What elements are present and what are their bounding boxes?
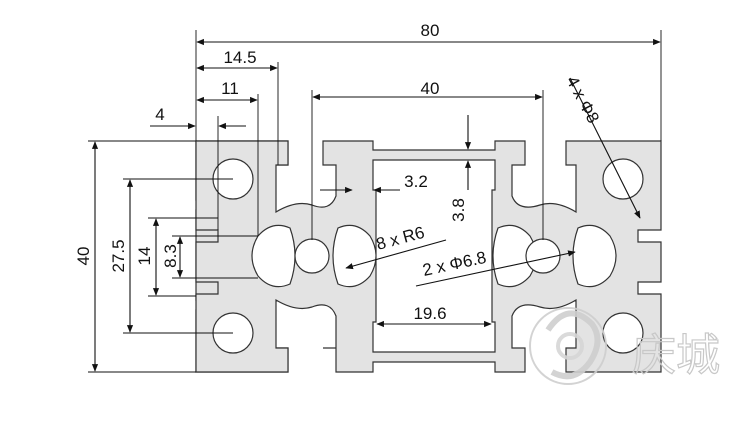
dim-slot-depth: 8.3 (161, 244, 180, 268)
leader-corner-radius (345, 239, 447, 270)
dim-slot-inner: 11 (221, 79, 239, 98)
dim-center-span: 40 (421, 79, 440, 98)
dim-slot-opening: 14 (135, 247, 154, 266)
dim-cavity-width: 19.6 (413, 304, 446, 323)
watermark-text: 庆城 (632, 330, 720, 381)
corner-hole-top-right (602, 158, 644, 200)
dim-center-holes: 2 x Φ6.8 (421, 248, 488, 280)
dim-slot-to-edge: 14.5 (223, 48, 256, 67)
dim-corner-holes: 4 x Φ8 (562, 73, 602, 126)
leader-center-holes (415, 250, 576, 287)
watermark-logo (529, 307, 607, 385)
dim-overall-height: 40 (74, 247, 93, 266)
dim-overall-width: 80 (421, 21, 440, 40)
dim-wall-depth: 3.8 (449, 198, 468, 222)
center-hole-left (294, 238, 330, 274)
dim-corner-radius: 8 x R6 (374, 223, 426, 254)
dim-wall-thickness: 3.2 (404, 172, 428, 191)
dim-hole-pitch: 27.5 (109, 239, 128, 272)
leader-corner-holes (569, 77, 641, 219)
dim-slot-lip: 4 (155, 105, 164, 124)
extrusion-outline (195, 140, 662, 373)
